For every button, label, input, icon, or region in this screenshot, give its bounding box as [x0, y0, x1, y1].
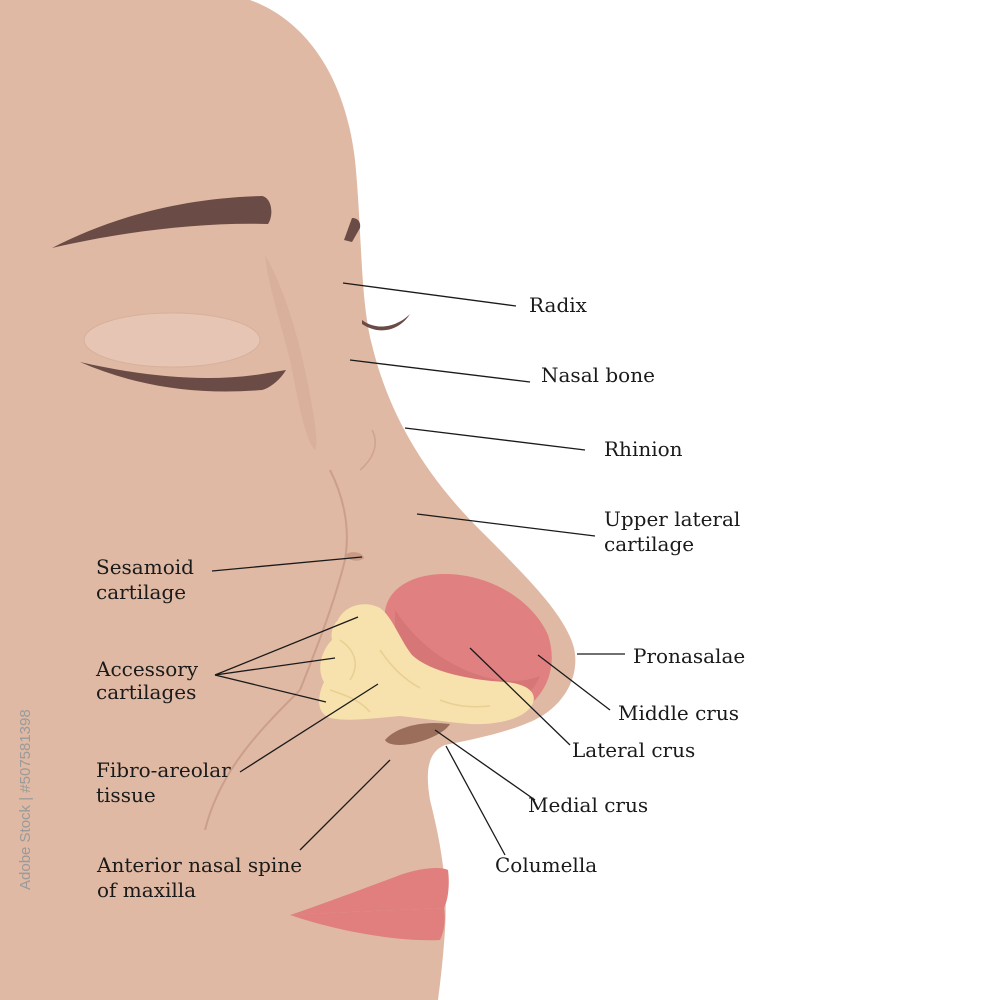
leader-upper-lateral — [416, 513, 596, 537]
label-accessory-1: Accessory — [95, 657, 199, 681]
label-middle-crus: Middle crus — [618, 701, 739, 725]
label-upper-lateral-1: Upper lateral — [604, 507, 740, 531]
anterior-nasal-spine — [385, 722, 450, 745]
accessory-cartilage-lobes — [329, 639, 491, 713]
label-fibro-1: Fibro-areolar — [96, 758, 231, 782]
leader-rhinion — [404, 427, 586, 451]
label-lateral-crus: Lateral crus — [572, 738, 695, 762]
label-spine-1: Anterior nasal spine — [96, 853, 302, 877]
label-sesamoid-2: cartilage — [96, 580, 186, 604]
far-eyelash — [362, 314, 410, 331]
eyelash-line — [80, 362, 286, 392]
eyebrow — [52, 196, 272, 248]
leader-nasal-bone — [349, 359, 531, 383]
leader-lateral-crus — [469, 647, 571, 746]
label-upper-lateral-2: cartilage — [604, 532, 694, 556]
alar-crease-shading — [299, 469, 348, 691]
leader-accessory-2 — [214, 657, 336, 676]
label-accessory-2: cartilages — [96, 680, 196, 704]
leader-spine — [299, 759, 391, 851]
label-fibro-2: tissue — [96, 783, 156, 807]
far-eyebrow — [344, 218, 361, 242]
leader-medial-crus — [434, 729, 536, 801]
label-spine-2: of maxilla — [97, 878, 196, 902]
label-rhinion: Rhinion — [604, 437, 683, 461]
upper-lip — [290, 867, 449, 915]
leader-accessory-3 — [214, 674, 327, 703]
eyelid — [83, 312, 261, 368]
nasal-bone-outline — [359, 429, 376, 471]
nose-side-shading — [265, 255, 317, 450]
leader-middle-crus — [537, 654, 611, 711]
leader-radix — [342, 282, 517, 307]
leader-sesamoid — [211, 556, 363, 572]
label-medial-crus: Medial crus — [528, 793, 648, 817]
label-pronasalae: Pronasalae — [633, 644, 745, 668]
leader-columella — [445, 745, 506, 856]
leader-accessory-1 — [214, 616, 359, 676]
cheek-line — [204, 689, 301, 831]
label-columella: Columella — [495, 853, 597, 877]
stock-id-watermark: Adobe Stock | #507581398 — [17, 709, 34, 890]
face-silhouette — [0, 0, 576, 1000]
lower-lip — [290, 908, 445, 941]
label-radix: Radix — [529, 293, 588, 317]
label-sesamoid-1: Sesamoid — [96, 555, 194, 579]
label-nasal-bone: Nasal bone — [541, 363, 655, 387]
accessory-cartilages — [319, 604, 534, 725]
leader-fibro — [239, 683, 379, 773]
